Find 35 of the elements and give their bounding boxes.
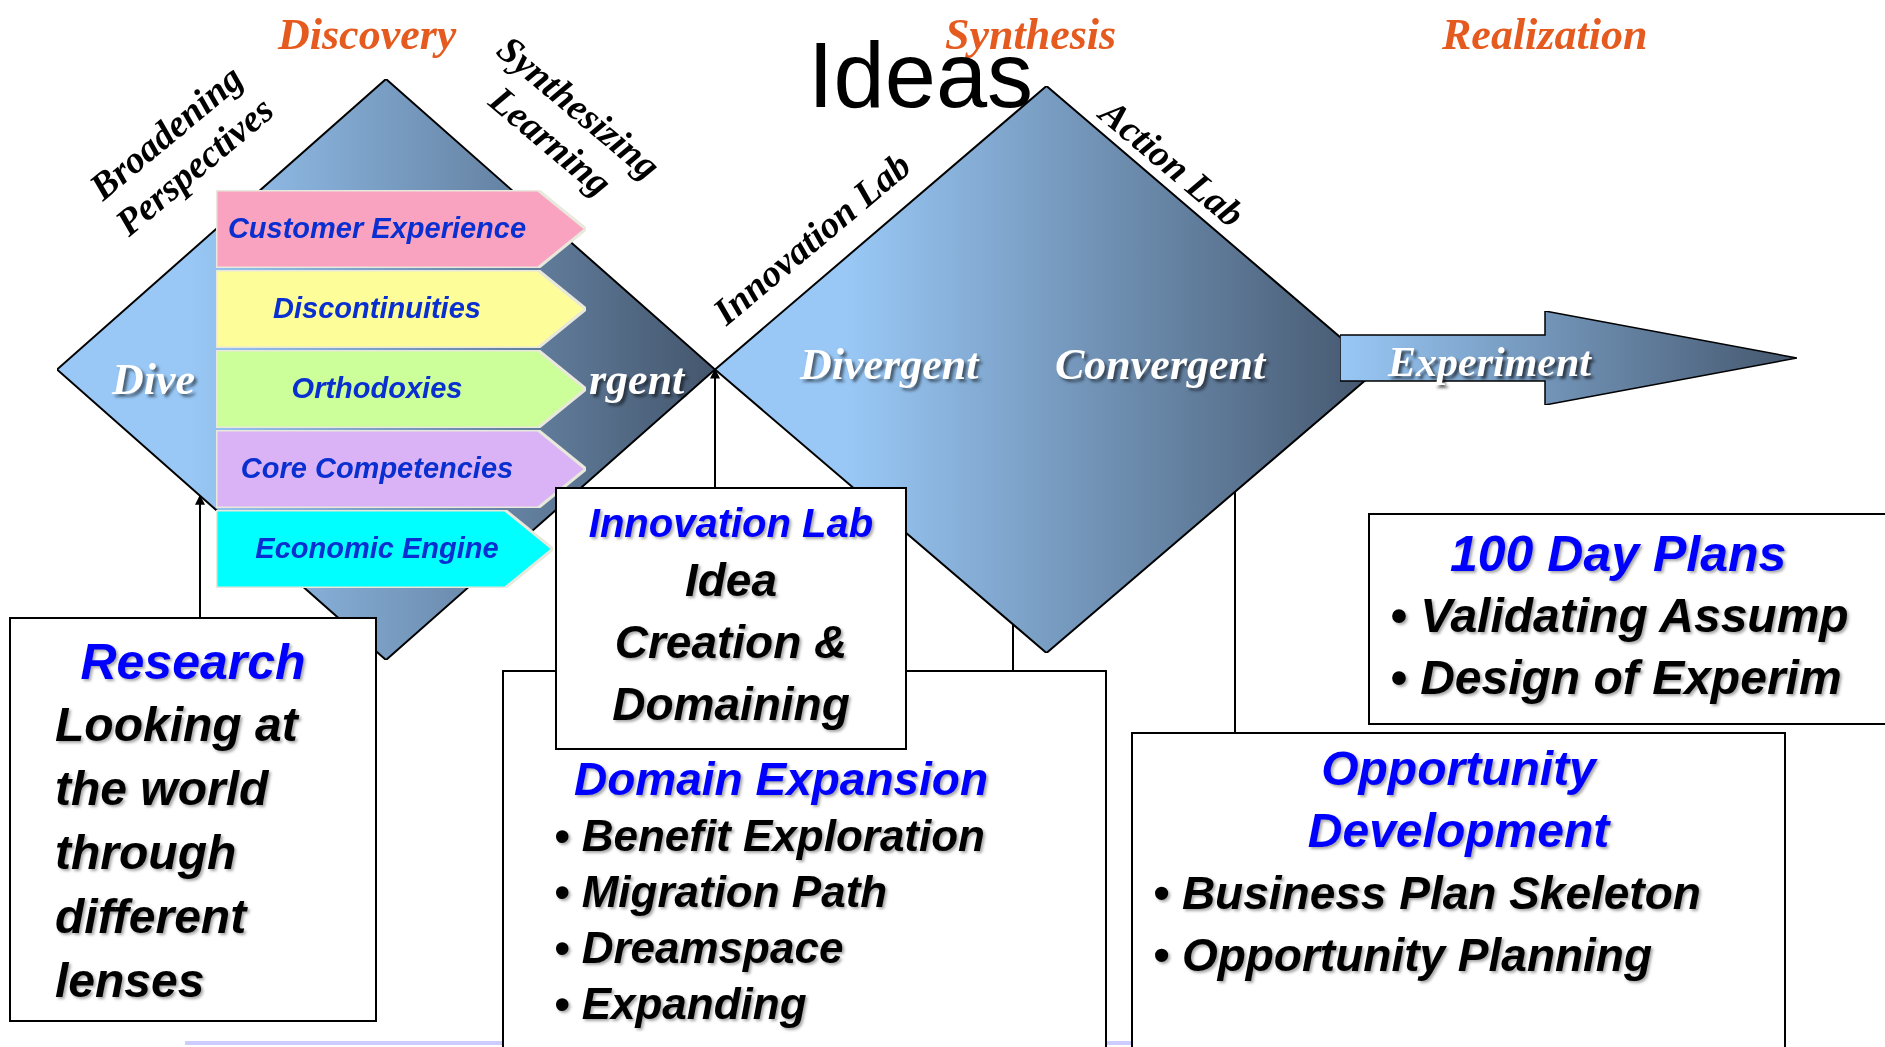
phase-label: Convergent	[1055, 339, 1266, 391]
box-text: Idea Creation & Domaining	[611, 553, 851, 732]
phase-heading: Realization	[1442, 9, 1648, 61]
pointed-banner	[1340, 311, 1797, 405]
bullet-item: • Validating Assump	[1390, 588, 1850, 644]
bullet-item: • Migration Path	[554, 866, 889, 918]
phase-label: Divergent	[800, 339, 979, 391]
bullet-item: • Benefit Exploration	[554, 810, 986, 862]
bullet-item: • Expanding	[554, 978, 808, 1030]
factor-label: Orthodoxies	[290, 371, 464, 407]
text-box	[9, 617, 377, 1022]
bullet-item: • Business Plan Skeleton	[1153, 866, 1702, 921]
arrow	[710, 368, 720, 488]
text-box	[555, 487, 907, 750]
box-heading: Research	[79, 633, 307, 692]
connector-line	[1012, 623, 1014, 671]
arrow	[195, 494, 205, 618]
bullet-item: • Opportunity Planning	[1153, 928, 1654, 983]
arrow-label: Experiment	[1388, 338, 1591, 387]
factor-label: Core Competencies	[239, 451, 515, 487]
box-heading: 100 Day Plans	[1449, 525, 1788, 584]
phase-label: Dive	[112, 354, 196, 406]
bullet-item: • Dreamspace	[554, 922, 845, 974]
text-box	[1368, 513, 1885, 725]
factor-label: Discontinuities	[272, 291, 482, 327]
bullet-item: • Design of Experim	[1390, 650, 1843, 706]
box-heading: Domain Expansion	[573, 752, 990, 807]
phase-heading: Discovery	[278, 9, 457, 61]
text-box	[502, 670, 1107, 1047]
text-box	[1131, 732, 1786, 1047]
box-heading: Innovation Lab	[587, 500, 875, 547]
phase-label: rgent	[589, 354, 685, 406]
factor-label: Economic Engine	[254, 531, 500, 567]
box-heading: Opportunity Development	[1306, 741, 1612, 859]
box-text: Looking at the world through different lenses	[55, 697, 301, 1009]
